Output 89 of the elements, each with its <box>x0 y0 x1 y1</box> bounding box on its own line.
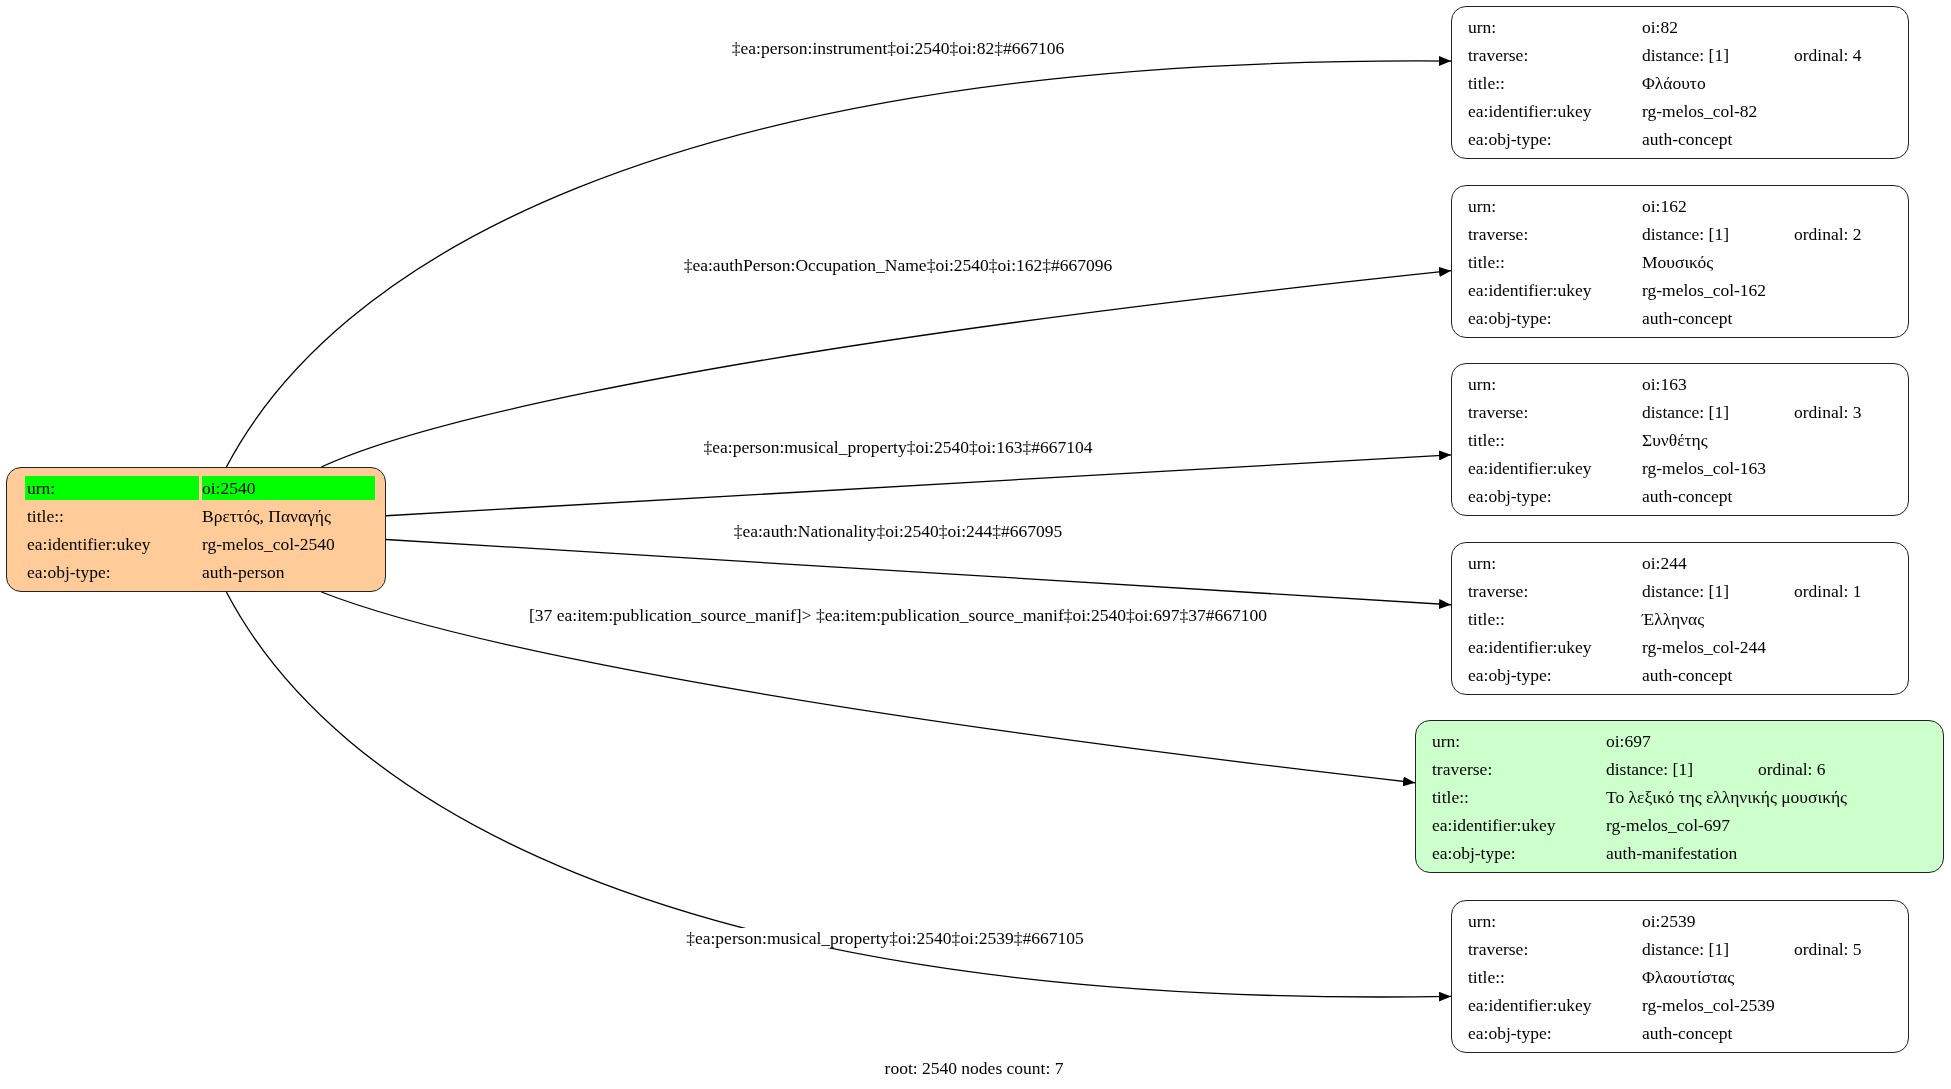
field-key: traverse: <box>1468 43 1642 67</box>
field-value: Φλαουτίστας <box>1642 966 1735 989</box>
field-value: ordinal: 1 <box>1794 580 1862 603</box>
field-key: urn: <box>25 476 199 500</box>
record-box <box>1451 185 1909 338</box>
field-value: oi:244 <box>1642 552 1687 575</box>
record-box <box>1451 6 1909 159</box>
record-box <box>1415 720 1944 873</box>
field-value: auth-concept <box>1642 485 1733 508</box>
edge-label: ‡ea:person:musical_property‡oi:2540‡oi:2539‡#667105 <box>684 928 1086 948</box>
arrow <box>385 450 1452 517</box>
field-value: oi:697 <box>1606 730 1651 753</box>
field-key: ea:obj-type: <box>1468 1021 1642 1045</box>
arrow <box>320 267 1452 468</box>
field-value: auth-concept <box>1642 1022 1733 1045</box>
field-value: ordinal: 3 <box>1794 401 1862 424</box>
field-key: traverse: <box>1468 400 1642 424</box>
field-value: ordinal: 5 <box>1794 938 1862 961</box>
field-value: oi:2539 <box>1642 910 1696 933</box>
field-key: ea:identifier:ukey <box>1432 813 1606 837</box>
field-key: urn: <box>1468 551 1642 575</box>
field-key: title:: <box>27 504 202 528</box>
record-box <box>1451 900 1909 1053</box>
field-value: distance: [1] <box>1642 580 1730 603</box>
field-value: rg-melos_col-2539 <box>1642 994 1775 1017</box>
field-key: ea:obj-type: <box>1432 841 1606 865</box>
field-key: urn: <box>1468 194 1642 218</box>
field-value: Μουσικός <box>1642 251 1714 274</box>
field-key: urn: <box>1468 372 1642 396</box>
field-key: ea:identifier:ukey <box>1468 99 1642 123</box>
field-value: Φλάουτο <box>1642 72 1706 95</box>
field-value: auth-concept <box>1642 128 1733 151</box>
field-key: ea:obj-type: <box>1468 484 1642 508</box>
field-value: Βρεττός, Παναγής <box>202 505 331 528</box>
field-key: urn: <box>1468 15 1642 39</box>
field-value: auth-person <box>202 561 285 584</box>
field-key: title:: <box>1468 250 1642 274</box>
record-box <box>6 467 386 592</box>
field-key: ea:identifier:ukey <box>1468 456 1642 480</box>
field-value: auth-manifestation <box>1606 842 1738 865</box>
footer-note: root: 2540 nodes count: 7 <box>884 1057 1064 1079</box>
field-key: ea:identifier:ukey <box>1468 993 1642 1017</box>
field-key: urn: <box>1432 729 1606 753</box>
field-value: ordinal: 4 <box>1794 44 1862 67</box>
field-value: ordinal: 6 <box>1758 758 1826 781</box>
field-value: distance: [1] <box>1642 938 1730 961</box>
field-value: distance: [1] <box>1606 758 1694 781</box>
field-value: oi:162 <box>1642 195 1687 218</box>
field-value: oi:163 <box>1642 373 1687 396</box>
field-key: ea:obj-type: <box>1468 306 1642 330</box>
field-key: title:: <box>1432 785 1606 809</box>
record-box <box>1451 542 1909 695</box>
field-value: Συνθέτης <box>1642 429 1708 452</box>
field-key: traverse: <box>1468 222 1642 246</box>
field-value: Το λεξικό της ελληνικής μουσικής <box>1606 786 1848 809</box>
field-key: ea:obj-type: <box>1468 663 1642 687</box>
field-value: auth-concept <box>1642 307 1733 330</box>
field-key: ea:identifier:ukey <box>1468 635 1642 659</box>
arrow <box>385 538 1452 609</box>
field-key: traverse: <box>1468 937 1642 961</box>
field-value: Έλληνας <box>1642 608 1705 631</box>
field-value: rg-melos_col-163 <box>1642 457 1767 480</box>
field-key: urn: <box>1468 909 1642 933</box>
arrow <box>320 591 1416 787</box>
field-value: distance: [1] <box>1642 44 1730 67</box>
field-key: ea:identifier:ukey <box>1468 278 1642 302</box>
field-key: traverse: <box>1432 757 1606 781</box>
field-key: ea:obj-type: <box>27 560 202 584</box>
field-key: traverse: <box>1468 579 1642 603</box>
field-value: distance: [1] <box>1642 401 1730 424</box>
field-value: ordinal: 2 <box>1794 223 1862 246</box>
field-value: oi:2540 <box>202 476 375 500</box>
field-value: rg-melos_col-82 <box>1642 100 1758 123</box>
arrow <box>225 56 1452 468</box>
field-value: rg-melos_col-162 <box>1642 279 1767 302</box>
record-box <box>1451 363 1909 516</box>
field-value: auth-concept <box>1642 664 1733 687</box>
field-value: oi:82 <box>1642 16 1678 39</box>
field-key: title:: <box>1468 607 1642 631</box>
field-key: ea:obj-type: <box>1468 127 1642 151</box>
field-value: rg-melos_col-2540 <box>202 533 335 556</box>
field-key: title:: <box>1468 965 1642 989</box>
field-value: rg-melos_col-244 <box>1642 636 1767 659</box>
field-key: title:: <box>1468 71 1642 95</box>
arrow <box>225 591 1452 1002</box>
field-key: ea:identifier:ukey <box>27 532 202 556</box>
field-value: distance: [1] <box>1642 223 1730 246</box>
field-key: title:: <box>1468 428 1642 452</box>
field-value: rg-melos_col-697 <box>1606 814 1731 837</box>
